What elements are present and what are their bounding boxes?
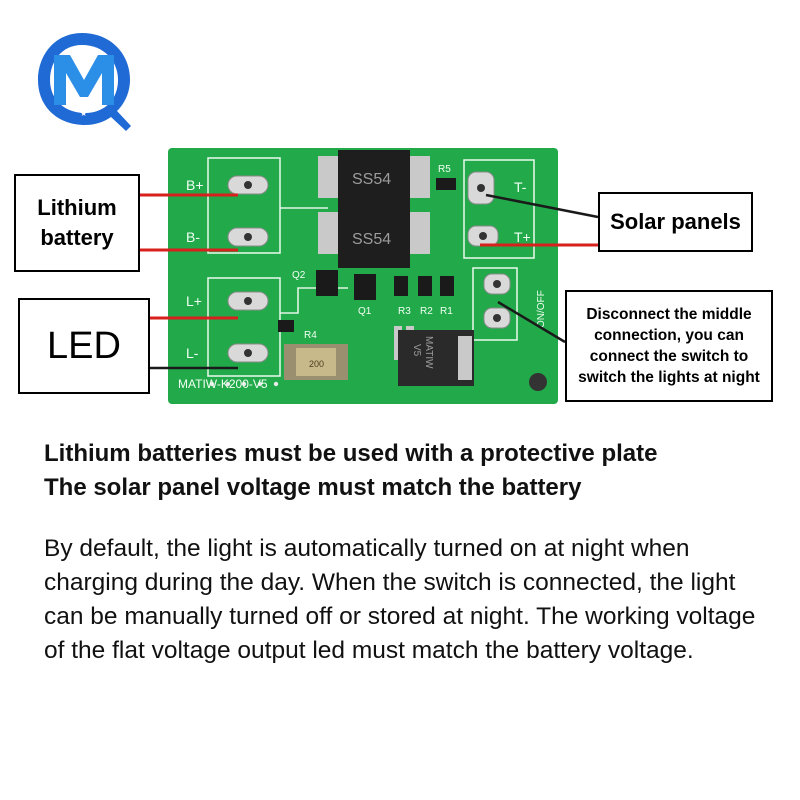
svg-text:★: ★ bbox=[88, 103, 94, 111]
warning-protective-plate: Lithium batteries must be used with a pr… bbox=[44, 440, 658, 467]
pad-hole bbox=[493, 280, 501, 288]
solar-panels-callout: Solar panels bbox=[598, 192, 753, 252]
test-point bbox=[257, 381, 263, 387]
resistor-r3 bbox=[394, 276, 408, 296]
pad-hole bbox=[244, 233, 252, 241]
switch-note-text: Disconnect the middle connection, you ca… bbox=[578, 306, 760, 386]
resistor-r4 bbox=[278, 320, 294, 332]
description-text: By default, the light is automatically t… bbox=[44, 535, 756, 664]
diode-ss54-top bbox=[318, 150, 430, 206]
lithium-battery-callout: Lithium battery bbox=[14, 174, 140, 272]
resistor-r1 bbox=[440, 276, 454, 296]
label-diode-2: SS54 bbox=[352, 231, 391, 248]
label-r2: R2 bbox=[420, 306, 433, 317]
label-r5: R5 bbox=[438, 164, 451, 175]
label-inductor: 200 bbox=[309, 359, 324, 369]
pad-hole bbox=[244, 349, 252, 357]
pcb-board: B+ B- L+ L- T- T+ R5 Q2 Q1 R3 R2 R1 R4 M… bbox=[168, 148, 558, 404]
transistor-q2 bbox=[316, 270, 338, 296]
test-point bbox=[273, 381, 279, 387]
test-point bbox=[209, 381, 215, 387]
resistor-r5 bbox=[436, 178, 456, 190]
diode-ss54-bottom bbox=[318, 206, 430, 268]
lithium-battery-label: Lithium battery bbox=[37, 195, 117, 250]
label-q2: Q2 bbox=[292, 270, 306, 281]
label-mosfet-2: V5 bbox=[411, 344, 422, 357]
label-r3: R3 bbox=[398, 306, 411, 317]
switch-note-callout: Disconnect the middle connection, you ca… bbox=[565, 290, 773, 402]
inductor-body bbox=[296, 348, 336, 376]
mq-logo-icon: ★ ★ ★ bbox=[38, 33, 131, 131]
warning-voltage-match: The solar panel voltage must match the b… bbox=[44, 474, 582, 501]
battery-outline bbox=[207, 157, 281, 254]
label-t-plus: T+ bbox=[514, 229, 531, 245]
pad-hole bbox=[477, 184, 485, 192]
label-r1: R1 bbox=[440, 306, 453, 317]
label-t-minus: T- bbox=[514, 179, 527, 195]
pad-hole bbox=[479, 232, 487, 240]
pad-hole bbox=[493, 314, 501, 322]
label-mosfet-1: MATIW bbox=[423, 336, 434, 369]
label-on-off: ON/OFF bbox=[536, 290, 547, 328]
svg-text:★: ★ bbox=[80, 109, 87, 118]
board-id-label: MATIW-K200-V5 bbox=[178, 377, 268, 391]
label-b-minus: B- bbox=[186, 229, 200, 245]
mosfet bbox=[394, 326, 474, 386]
label-l-plus: L+ bbox=[186, 293, 202, 309]
label-q1: Q1 bbox=[358, 306, 372, 317]
test-point bbox=[225, 381, 231, 387]
label-b-plus: B+ bbox=[186, 177, 204, 193]
mounting-hole bbox=[529, 373, 547, 391]
label-l-minus: L- bbox=[186, 345, 199, 361]
svg-text:★: ★ bbox=[70, 101, 79, 112]
led-label: LED bbox=[47, 324, 121, 367]
led-callout: LED bbox=[18, 298, 150, 394]
solar-panels-label: Solar panels bbox=[610, 209, 741, 234]
pad-hole bbox=[244, 181, 252, 189]
pad-hole bbox=[244, 297, 252, 305]
label-r4: R4 bbox=[304, 330, 317, 341]
test-point bbox=[241, 381, 247, 387]
resistor-r2 bbox=[418, 276, 432, 296]
transistor-q1 bbox=[354, 274, 376, 300]
label-diode-1: SS54 bbox=[352, 171, 391, 188]
